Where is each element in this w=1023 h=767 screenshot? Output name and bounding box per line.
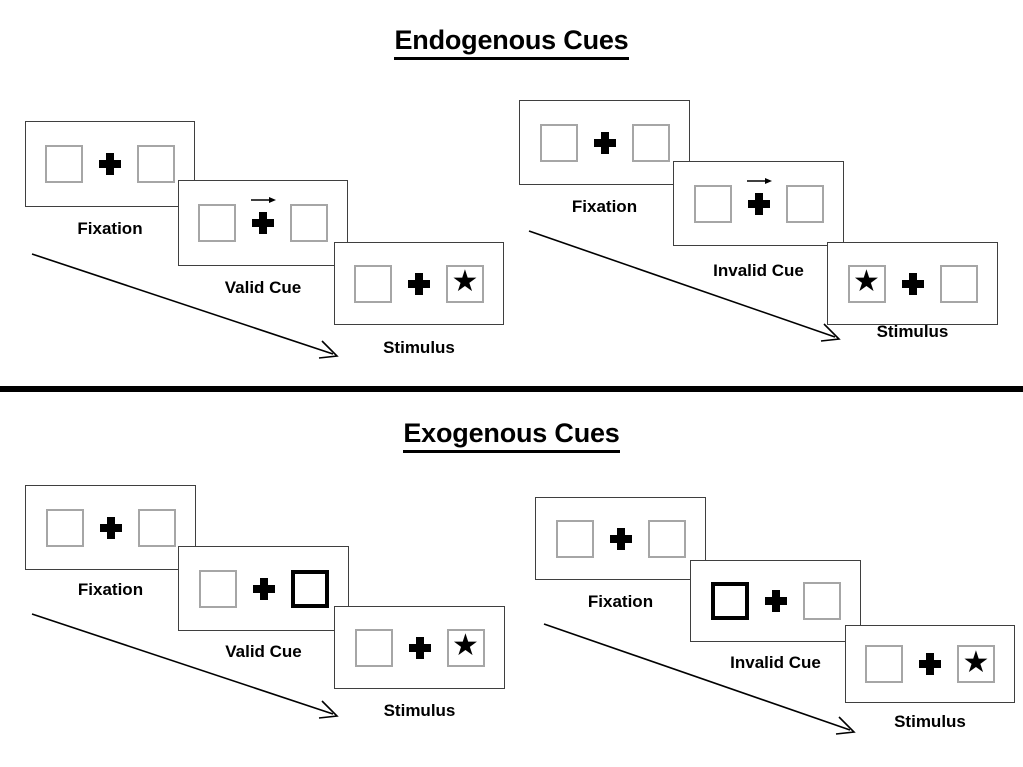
fixation-cross-icon bbox=[99, 153, 121, 175]
panel-exogenous-valid-fixation bbox=[25, 485, 196, 570]
placeholder-box-right bbox=[137, 508, 176, 547]
panel-content bbox=[691, 561, 860, 641]
label-endogenous-invalid-cue: Invalid Cue bbox=[713, 261, 804, 280]
target-box-right: ★ bbox=[446, 264, 484, 303]
cued-box-right bbox=[290, 569, 329, 608]
star-icon: ★ bbox=[452, 629, 479, 662]
panel-exogenous-invalid-fixation bbox=[535, 497, 706, 580]
label-exogenous-valid-fixation: Fixation bbox=[77, 580, 144, 599]
fixation-cross-icon bbox=[99, 516, 122, 539]
placeholder-box-right bbox=[631, 123, 670, 162]
section-title-exogenous: Exogenous Cues bbox=[0, 418, 1023, 453]
section-title-endogenous: Endogenous Cues bbox=[0, 25, 1023, 60]
placeholder-box-right bbox=[939, 264, 978, 303]
label-endogenous-valid-stimulus: Stimulus bbox=[383, 338, 455, 357]
fixation-cross-icon bbox=[408, 636, 431, 659]
placeholder-box-left bbox=[539, 123, 578, 162]
panel-endogenous-valid-stimulus: ★ bbox=[334, 242, 504, 325]
section-title-exogenous-text: Exogenous Cues bbox=[403, 418, 620, 453]
label-endogenous-invalid-fixation: Fixation bbox=[571, 197, 638, 216]
panel-endogenous-invalid-fixation bbox=[519, 100, 690, 185]
placeholder-box-left bbox=[198, 569, 237, 608]
star-icon: ★ bbox=[962, 645, 990, 679]
fixation-cross-icon bbox=[901, 272, 924, 295]
placeholder-box-left bbox=[45, 508, 84, 547]
fixation-cross-icon bbox=[408, 272, 430, 295]
placeholder-box-right bbox=[647, 519, 686, 558]
panel-content: ★ bbox=[828, 243, 997, 324]
label-endogenous-valid-fixation: Fixation bbox=[77, 219, 143, 238]
fixation-cross-icon bbox=[251, 197, 276, 234]
label-endogenous-invalid-stimulus: Stimulus bbox=[876, 322, 949, 341]
panel-endogenous-valid-cue bbox=[178, 180, 348, 266]
panel-content bbox=[520, 101, 689, 184]
arrow-right-icon bbox=[251, 197, 276, 203]
section-divider bbox=[0, 386, 1023, 392]
target-box-right: ★ bbox=[446, 628, 485, 667]
panel-endogenous-invalid-cue bbox=[673, 161, 844, 246]
panel-content bbox=[26, 122, 194, 206]
fixation-cross-icon bbox=[252, 577, 275, 600]
placeholder-box-left bbox=[354, 628, 393, 667]
placeholder-box-right bbox=[290, 204, 328, 242]
placeholder-box-right bbox=[137, 145, 175, 183]
cued-box-left bbox=[710, 582, 749, 620]
panel-exogenous-invalid-stimulus: ★ bbox=[845, 625, 1015, 703]
panel-content bbox=[179, 181, 347, 265]
label-endogenous-valid-cue: Valid Cue bbox=[224, 278, 302, 297]
panel-content bbox=[674, 162, 843, 245]
placeholder-box-left bbox=[198, 204, 236, 242]
panel-exogenous-valid-stimulus: ★ bbox=[334, 606, 505, 689]
panel-content: ★ bbox=[335, 243, 503, 324]
label-exogenous-valid-cue: Valid Cue bbox=[225, 642, 302, 661]
placeholder-box-left bbox=[45, 145, 83, 183]
fixation-cross-icon bbox=[764, 590, 787, 612]
target-box-left: ★ bbox=[847, 264, 886, 303]
label-exogenous-valid-stimulus: Stimulus bbox=[383, 701, 456, 720]
label-exogenous-invalid-fixation: Fixation bbox=[587, 592, 654, 611]
panel-exogenous-invalid-cue bbox=[690, 560, 861, 642]
panel-exogenous-valid-cue bbox=[178, 546, 349, 631]
panel-content: ★ bbox=[335, 607, 504, 688]
target-box-right: ★ bbox=[957, 645, 995, 683]
time-progression-arrow-endogenous-valid bbox=[31, 253, 339, 359]
panel-content bbox=[536, 498, 705, 579]
placeholder-box-left bbox=[865, 645, 903, 683]
fixation-cross-icon bbox=[593, 131, 616, 154]
placeholder-box-left bbox=[555, 519, 594, 558]
placeholder-box-right bbox=[785, 184, 824, 223]
panel-content bbox=[26, 486, 195, 569]
fixation-cross-icon bbox=[919, 653, 941, 675]
star-icon: ★ bbox=[451, 265, 479, 298]
label-exogenous-invalid-stimulus: Stimulus bbox=[894, 712, 966, 731]
fixation-cross-icon bbox=[746, 177, 772, 215]
label-exogenous-invalid-cue: Invalid Cue bbox=[730, 653, 821, 672]
panel-endogenous-valid-fixation bbox=[25, 121, 195, 207]
placeholder-box-left bbox=[354, 264, 392, 303]
fixation-cross-icon bbox=[609, 527, 632, 550]
panel-content: ★ bbox=[846, 626, 1014, 702]
panel-content bbox=[179, 547, 348, 630]
section-title-endogenous-text: Endogenous Cues bbox=[394, 25, 629, 60]
panel-endogenous-invalid-stimulus: ★ bbox=[827, 242, 998, 325]
placeholder-box-left bbox=[693, 184, 732, 223]
placeholder-box-right bbox=[802, 582, 841, 620]
star-icon: ★ bbox=[853, 265, 880, 298]
arrow-right-icon bbox=[746, 177, 772, 184]
